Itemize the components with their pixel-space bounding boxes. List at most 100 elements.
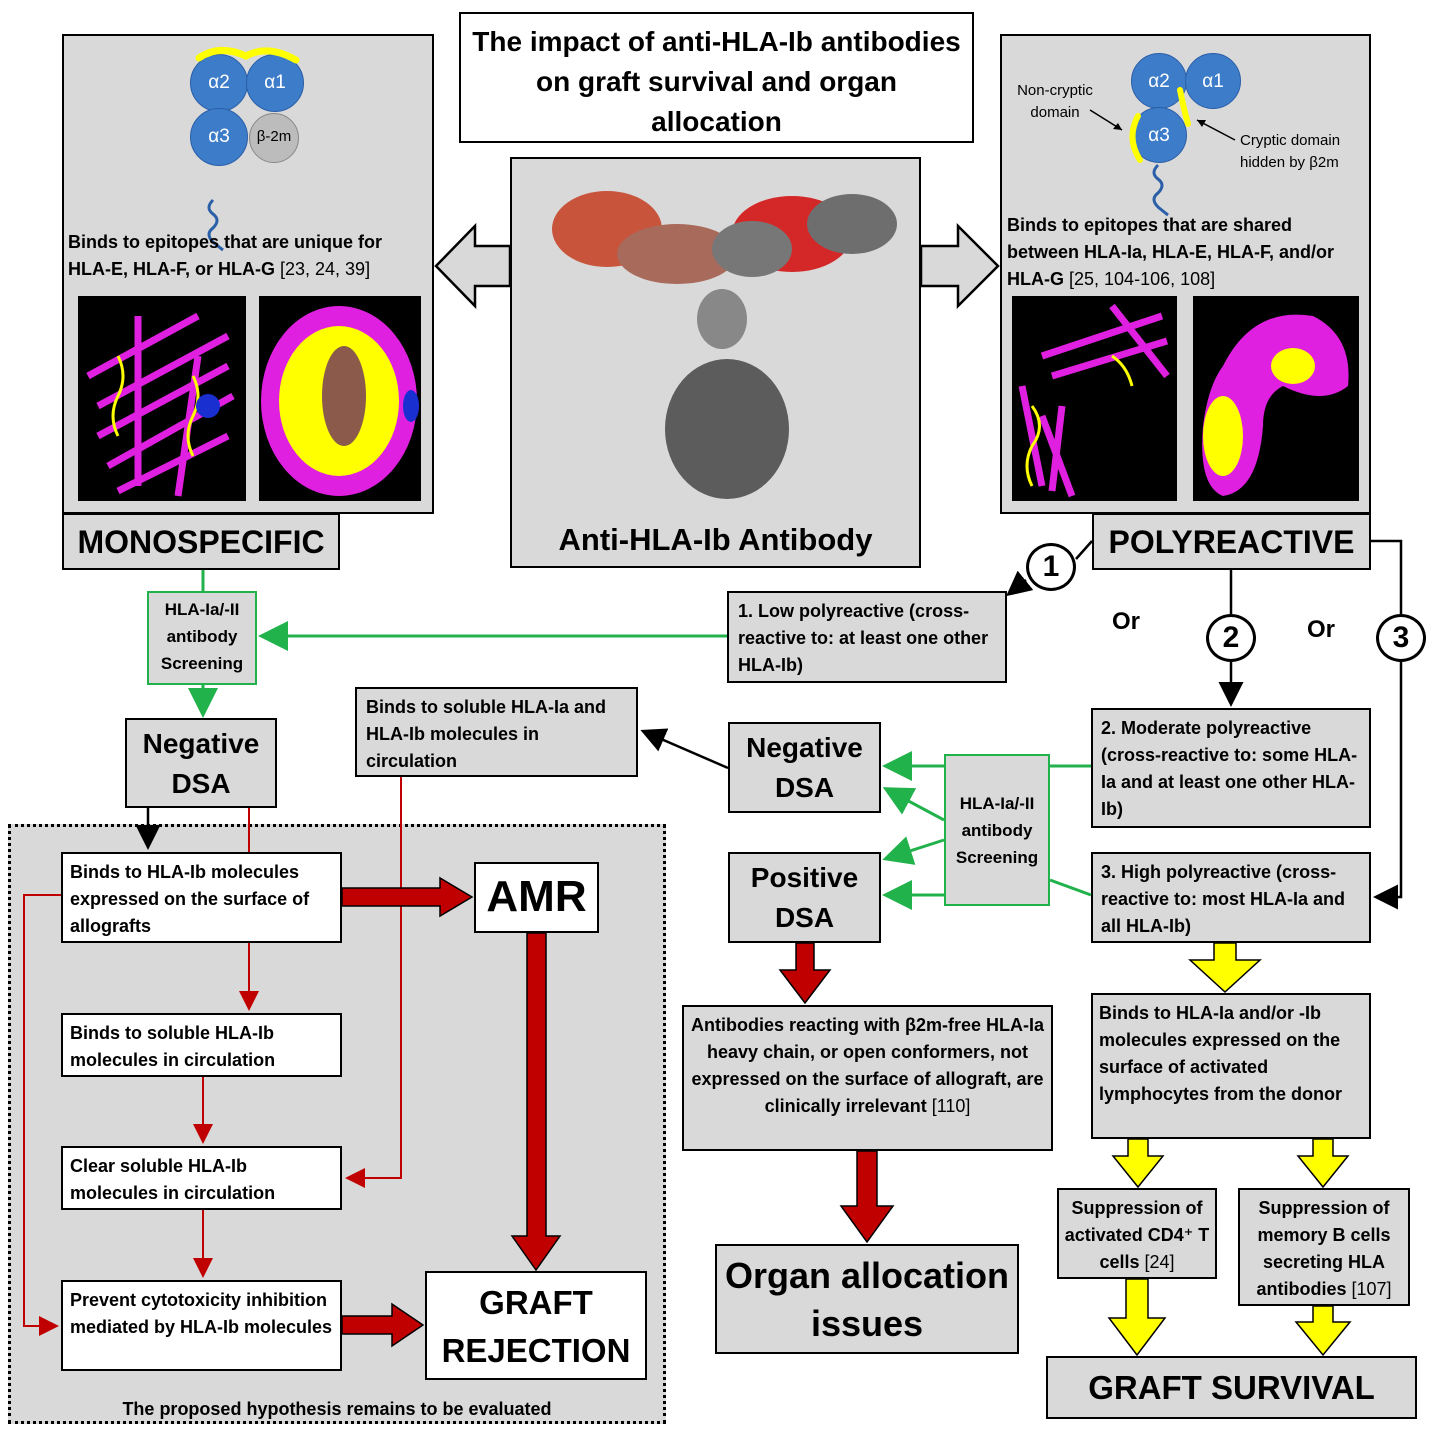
high-polyreactive-box: 3. High polyreactive (cross-reactive to:… <box>1091 852 1371 943</box>
yellow-arrow-memory-to-survival <box>1294 1305 1352 1357</box>
right-a3-label: α3 <box>1148 125 1170 146</box>
left-epitope-ref: [23, 24, 39] <box>280 259 371 279</box>
graft-rejection-label: GRAFT REJECTION <box>441 1284 631 1369</box>
yellow-arrow-to-memory-b <box>1296 1138 1350 1189</box>
left-screening-label: HLA-Ia/-II antibody Screening <box>160 600 244 673</box>
memory-b-main: Suppression of memory B cells secreting … <box>1256 1198 1391 1299</box>
right-epitope-ref: [25, 104-106, 108] <box>1069 269 1216 289</box>
memory-b-label: Suppression of memory B cells secreting … <box>1242 1195 1406 1303</box>
title: The impact of anti-HLA-Ib antibodies on … <box>472 26 961 137</box>
soluble-binding-box: Binds to soluble HLA-Ia and HLA-Ib molec… <box>355 687 638 777</box>
right-a1-label: α1 <box>1202 71 1224 92</box>
left-a1-label: α1 <box>264 72 286 93</box>
hyp-step1-box: Binds to HLA-Ib molecules expressed on t… <box>61 852 342 943</box>
memory-b-ref: [107] <box>1351 1279 1392 1299</box>
activated-lymph-box: Binds to HLA-Ia and/or -Ib molecules exp… <box>1091 993 1371 1139</box>
hyp-step3-box: Clear soluble HLA-Ib molecules in circul… <box>61 1146 342 1210</box>
or-label-1: Or <box>1112 608 1141 635</box>
negative-dsa-left-box: Negative DSA <box>125 718 277 808</box>
left-a2-label: α2 <box>208 72 230 93</box>
amr-box: AMR <box>474 862 599 933</box>
polyreactive-label: POLYREACTIVE <box>1108 524 1355 560</box>
left-b2m-domain <box>249 113 299 163</box>
irrelevant-label: Antibodies reacting with β2m-free HLA-Ia… <box>690 1012 1045 1120</box>
memory-b-box: Suppression of memory B cells secreting … <box>1238 1188 1410 1306</box>
hollow-arrow-left <box>434 222 512 310</box>
polyreactive-label-box: POLYREACTIVE <box>1092 513 1371 570</box>
center-antibody-box: Anti-HLA-Ib Antibody <box>510 157 921 568</box>
hypothesis-note: The proposed hypothesis remains to be ev… <box>122 1399 552 1419</box>
negative-dsa-right-box: Negative DSA <box>728 722 881 813</box>
low-polyreactive-label: 1. Low polyreactive (cross-reactive to: … <box>738 601 989 675</box>
organ-allocation-box: Organ allocation issues <box>715 1244 1019 1354</box>
surface-render-right <box>1202 314 1349 496</box>
graft-survival-label: GRAFT SURVIVAL <box>1088 1369 1375 1406</box>
ribbon-render <box>86 312 235 497</box>
marker-3-label: 3 <box>1392 621 1410 654</box>
cd4-ref: [24] <box>1144 1252 1175 1272</box>
or-label-2: Or <box>1307 616 1336 643</box>
ribbon-render-right <box>1018 303 1170 498</box>
organ-allocation-label: Organ allocation issues <box>724 1255 1010 1344</box>
hyp-step3-label: Clear soluble HLA-Ib molecules in circul… <box>70 1156 276 1203</box>
cd4-main: Suppression of activated CD4⁺ T cells <box>1064 1198 1210 1272</box>
cd4-label: Suppression of activated CD4⁺ T cells [2… <box>1061 1195 1213 1276</box>
hyp-step1-label: Binds to HLA-Ib molecules expressed on t… <box>70 862 310 936</box>
antibody-label: Anti-HLA-Ib Antibody <box>558 522 873 557</box>
soluble-binding-label: Binds to soluble HLA-Ia and HLA-Ib molec… <box>366 697 607 771</box>
activated-lymph-label: Binds to HLA-Ia and/or -Ib molecules exp… <box>1099 1003 1343 1104</box>
right-a2-label: α2 <box>1148 71 1170 92</box>
right-surface-structure-image <box>1193 296 1359 501</box>
right-screening-box: HLA-Ia/-II antibody Screening <box>944 754 1050 906</box>
hollow-arrow-right <box>919 222 1000 310</box>
title-box: The impact of anti-HLA-Ib antibodies on … <box>459 12 974 143</box>
marker-2: 2 <box>1206 614 1256 662</box>
right-ribbon-structure-image <box>1012 296 1177 501</box>
graft-survival-box: GRAFT SURVIVAL <box>1046 1356 1417 1419</box>
monospecific-label-box: MONOSPECIFIC <box>62 513 340 570</box>
marker-2-label: 2 <box>1222 621 1240 654</box>
hyp-step4-box: Prevent cytotoxicity inhibition mediated… <box>61 1280 342 1371</box>
cryptic-label: Cryptic domain hidden by β2m <box>1240 132 1341 171</box>
left-a3-label: α3 <box>208 126 230 147</box>
antibody-structure-image <box>552 191 897 499</box>
hyp-step2-label: Binds to soluble HLA-Ib molecules in cir… <box>70 1023 276 1070</box>
high-polyreactive-label: 3. High polyreactive (cross-reactive to:… <box>1101 862 1346 936</box>
irrelevant-main: Antibodies reacting with β2m-free HLA-Ia… <box>690 1015 1045 1116</box>
yellow-arrow-to-cd4 <box>1111 1138 1165 1189</box>
left-alpha3-domain <box>190 108 248 166</box>
right-alpha1-domain <box>1185 53 1241 109</box>
marker-3: 3 <box>1376 614 1426 662</box>
yellow-arrow-cd4-to-survival <box>1107 1278 1167 1357</box>
low-polyreactive-box: 1. Low polyreactive (cross-reactive to: … <box>727 591 1007 683</box>
right-epitope-main: Binds to epitopes that are shared betwee… <box>1007 215 1335 289</box>
red-arrow-positive-to-irrelevant <box>778 942 832 1005</box>
irrelevant-ref: [110] <box>931 1096 971 1116</box>
graft-rejection-box: GRAFT REJECTION <box>425 1271 647 1380</box>
surface-render <box>261 306 419 496</box>
moderate-polyreactive-box: 2. Moderate polyreactive (cross-reactive… <box>1091 708 1371 828</box>
marker-1-label: 1 <box>1042 550 1060 583</box>
red-arrow-irrelevant-to-organ <box>839 1150 895 1244</box>
left-epitope-main: Binds to epitopes that are unique for HL… <box>68 232 383 279</box>
noncryptic-label: Non-cryptic domain <box>1017 82 1093 121</box>
negative-dsa-right-label: Negative DSA <box>746 732 863 803</box>
yellow-arrow-high-to-activated <box>1188 942 1262 994</box>
right-epitope-text: Binds to epitopes that are shared betwee… <box>1007 212 1367 293</box>
hyp-step2-box: Binds to soluble HLA-Ib molecules in cir… <box>61 1013 342 1077</box>
left-epitope-text: Binds to epitopes that are unique for HL… <box>68 229 428 283</box>
negative-dsa-left-label: Negative DSA <box>142 728 260 799</box>
cd4-box: Suppression of activated CD4⁺ T cells [2… <box>1057 1188 1217 1279</box>
marker-1: 1 <box>1026 543 1076 591</box>
irrelevant-box: Antibodies reacting with β2m-free HLA-Ia… <box>682 1005 1053 1151</box>
left-ribbon-structure-image <box>78 296 246 501</box>
positive-dsa-box: Positive DSA <box>728 852 881 943</box>
left-b2m-label: β-2m <box>256 128 292 145</box>
amr-label: AMR <box>486 872 587 921</box>
hyp-step4-label: Prevent cytotoxicity inhibition mediated… <box>70 1290 333 1337</box>
left-surface-structure-image <box>259 296 421 501</box>
moderate-polyreactive-label: 2. Moderate polyreactive (cross-reactive… <box>1101 718 1358 819</box>
left-screening-box: HLA-Ia/-II antibody Screening <box>147 591 257 685</box>
right-screening-label: HLA-Ia/-II antibody Screening <box>955 794 1039 867</box>
monospecific-label: MONOSPECIFIC <box>77 524 325 560</box>
